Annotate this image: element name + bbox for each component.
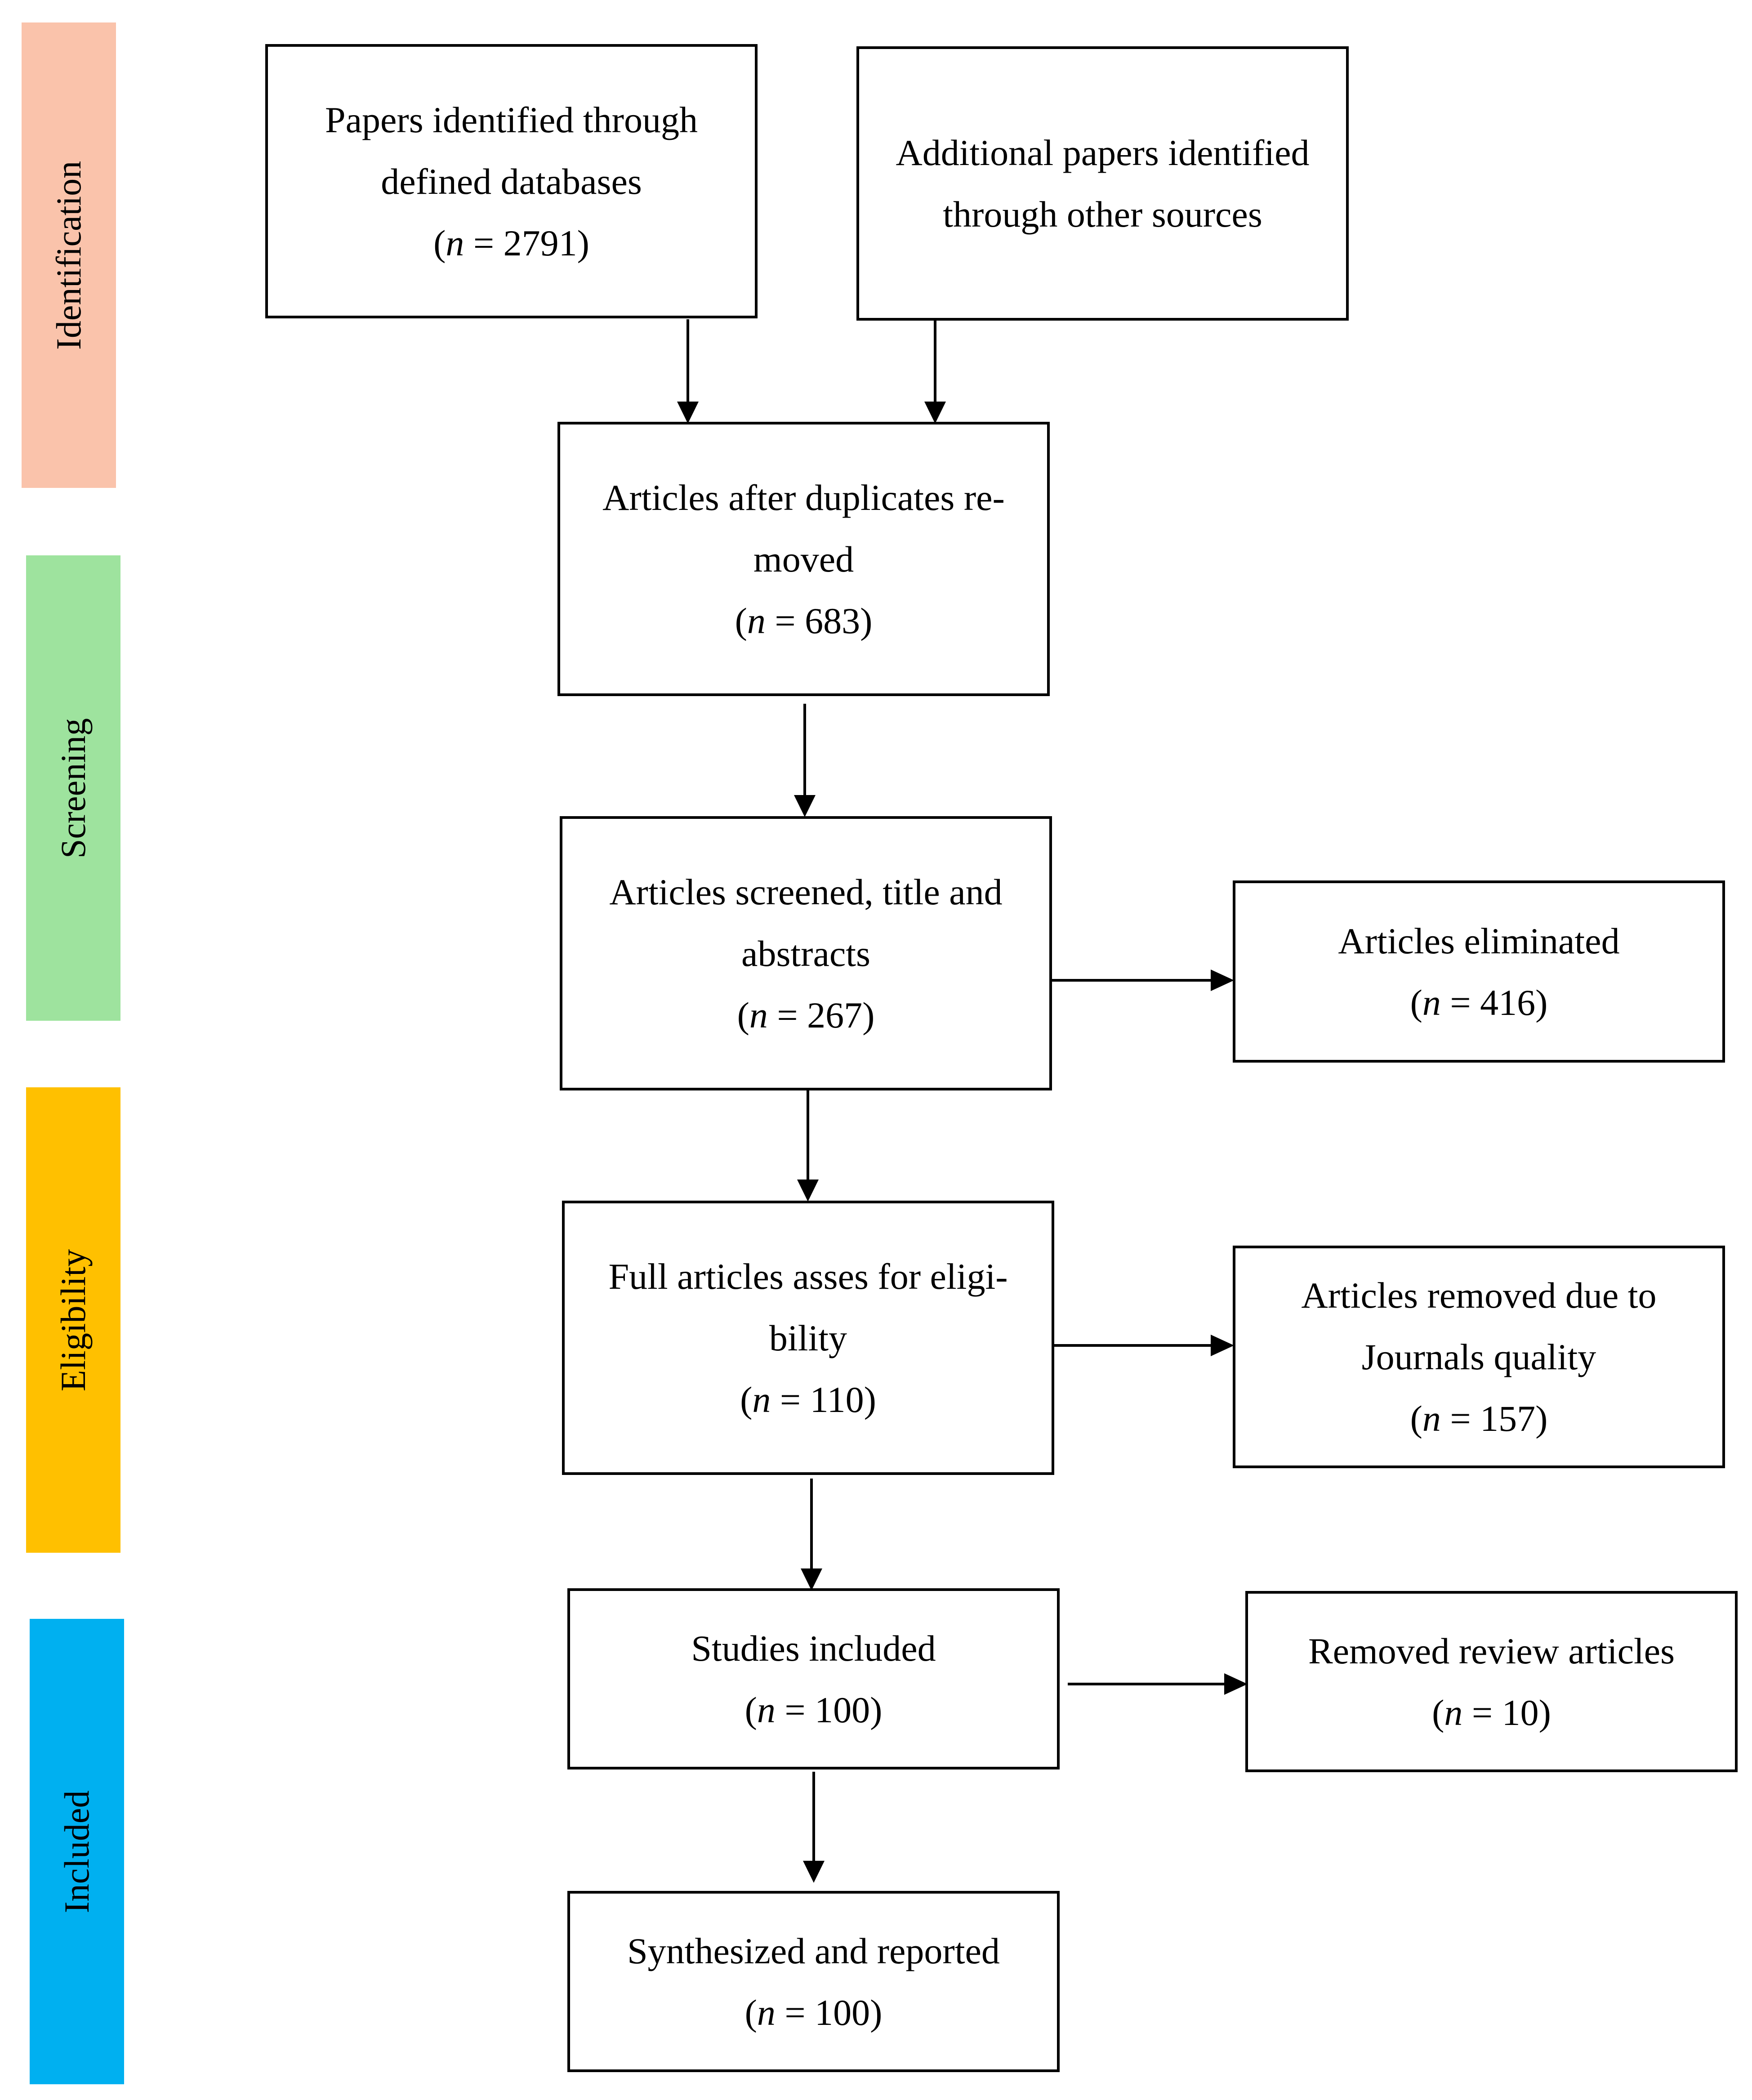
box-synthesized: Synthesized and reported (n = 100)	[567, 1891, 1060, 2072]
box-studies-included: Studies included (n = 100)	[567, 1588, 1060, 1769]
box-other-sources-line-2: through other sources	[943, 194, 1262, 235]
box-screened-line-1: Articles screened, title and	[609, 871, 1003, 912]
box-full-articles-count: (n = 110)	[740, 1379, 876, 1420]
box-after-duplicates-line-2: moved	[753, 538, 854, 580]
box-removed-review: Removed review articles (n = 10)	[1245, 1591, 1738, 1772]
stage-bar-screening: Screening	[26, 555, 120, 1021]
box-databases-line-2: defined databases	[381, 161, 642, 202]
count-value: 683	[805, 600, 860, 641]
box-removed-quality-line-1: Articles removed due to	[1301, 1275, 1657, 1316]
box-databases-line-1: Papers identified through	[325, 99, 698, 140]
box-eliminated: Articles eliminated (n = 416)	[1233, 880, 1725, 1063]
count-value: 416	[1480, 982, 1536, 1023]
box-full-articles: Full articles asses for eligi- bility (n…	[562, 1201, 1054, 1475]
n-symbol: n	[1422, 1398, 1441, 1439]
stage-bar-eligibility: Eligibility	[26, 1087, 120, 1553]
box-synthesized-count: (n = 100)	[744, 1992, 883, 2033]
box-after-duplicates: Articles after duplicates re- moved (n =…	[557, 422, 1050, 696]
count-value: 100	[815, 1689, 870, 1730]
box-removed-review-line-1: Removed review articles	[1308, 1630, 1675, 1671]
arrowhead-review	[1224, 1673, 1248, 1695]
box-eliminated-line-1: Articles eliminated	[1338, 920, 1620, 961]
box-databases: Papers identified through defined databa…	[265, 44, 758, 318]
box-removed-review-count: (n = 10)	[1432, 1692, 1551, 1733]
arrowhead-quality	[1211, 1335, 1234, 1356]
count-value: 157	[1480, 1398, 1536, 1439]
n-symbol: n	[757, 1992, 776, 2033]
box-databases-count: (n = 2791)	[433, 222, 589, 264]
arrowhead-studies	[801, 1568, 822, 1591]
stage-bar-included: Included	[30, 1619, 124, 2084]
n-symbol: n	[747, 600, 766, 641]
box-studies-included-line-1: Studies included	[691, 1627, 936, 1669]
n-symbol: n	[752, 1379, 771, 1420]
box-full-articles-line-2: bility	[769, 1317, 847, 1358]
count-value: 267	[807, 994, 863, 1036]
n-symbol: n	[757, 1689, 776, 1730]
box-after-duplicates-line-1: Articles after duplicates re-	[602, 477, 1005, 518]
box-screened: Articles screened, title and abstracts (…	[560, 816, 1052, 1090]
arrowhead-full	[797, 1180, 819, 1202]
box-synthesized-line-1: Synthesized and reported	[627, 1930, 1000, 1971]
box-full-articles-line-1: Full articles asses for eligi-	[608, 1256, 1008, 1297]
box-after-duplicates-count: (n = 683)	[735, 600, 873, 641]
n-symbol: n	[749, 994, 768, 1036]
n-symbol: n	[446, 222, 464, 264]
box-removed-quality-line-2: Journals quality	[1361, 1336, 1596, 1377]
arrowhead-eliminated	[1211, 970, 1234, 991]
stage-bar-identification: Identification	[22, 22, 116, 488]
box-screened-line-2: abstracts	[741, 933, 870, 974]
box-eliminated-count: (n = 416)	[1410, 982, 1548, 1023]
box-removed-quality-count: (n = 157)	[1410, 1398, 1548, 1439]
arrowhead-databases	[677, 402, 699, 424]
count-value: 10	[1502, 1692, 1539, 1733]
arrowhead-synth	[803, 1861, 825, 1883]
count-value: 110	[810, 1379, 864, 1420]
arrowhead-other	[924, 402, 946, 424]
box-other-sources-line-1: Additional papers identified	[896, 132, 1310, 173]
count-value: 2791	[503, 222, 577, 264]
box-studies-included-count: (n = 100)	[744, 1689, 883, 1730]
box-other-sources: Additional papers identified through oth…	[856, 46, 1349, 321]
box-screened-count: (n = 267)	[737, 994, 875, 1036]
box-removed-quality: Articles removed due to Journals quality…	[1233, 1246, 1725, 1468]
arrowhead-screened	[794, 795, 816, 817]
n-symbol: n	[1444, 1692, 1463, 1733]
n-symbol: n	[1422, 982, 1441, 1023]
count-value: 100	[815, 1992, 870, 2033]
